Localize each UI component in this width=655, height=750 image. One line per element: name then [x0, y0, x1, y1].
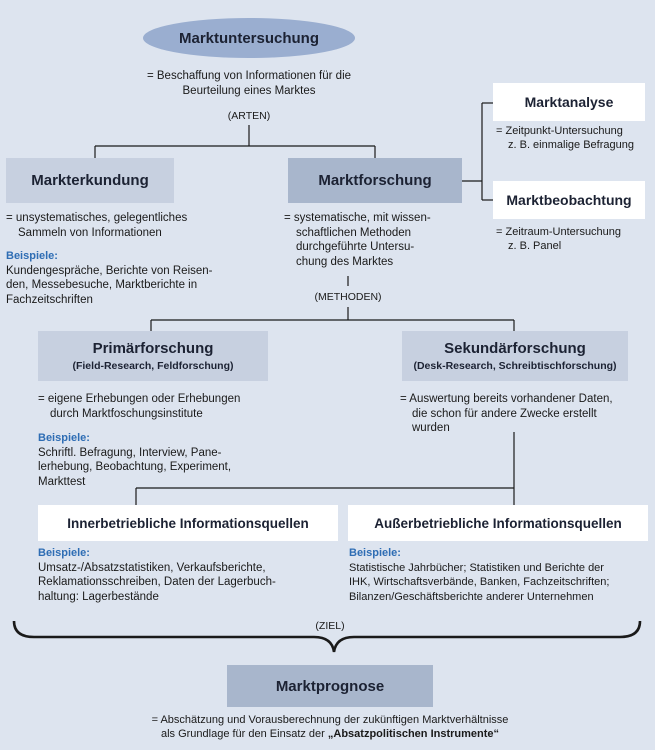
methoden-caption: (METHODEN)	[314, 291, 382, 303]
examples-label: Beispiele:	[38, 432, 90, 444]
ausserbetriebliche-node: Außerbetriebliche Informationsquellen	[348, 505, 648, 541]
marktanalyse-definition: = Zeitpunkt-Untersuchung z. B. einmalige…	[496, 125, 634, 151]
marktuntersuchung-node: Marktuntersuchung	[143, 18, 355, 58]
ziel-caption: (ZIEL)	[315, 620, 345, 632]
primaerforschung-examples: Beispiele: Schriftl. Befragung, Intervie…	[38, 431, 278, 489]
examples-label: Beispiele:	[6, 250, 58, 262]
markterkundung-node: Markterkundung	[6, 158, 174, 203]
marktforschung-definition: = systematische, mit wissen- schaftliche…	[284, 212, 431, 268]
innerbetriebliche-examples: Beispiele: Umsatz-/Absatzstatistiken, Ve…	[38, 546, 328, 604]
marktprognose-node: Marktprognose	[227, 665, 433, 707]
marktuntersuchung-title: Marktuntersuchung	[178, 29, 319, 47]
markterkundung-definition: = unsystematisches, gelegentliches Samme…	[6, 212, 188, 239]
marktanalyse-node: Marktanalyse	[493, 83, 645, 121]
innerbetriebliche-node: Innerbetriebliche Informationsquellen	[38, 505, 338, 541]
examples-label: Beispiele:	[349, 547, 401, 559]
primaerforschung-definition: = eigene Erhebungen oder Erhebungen durc…	[38, 393, 241, 420]
marktprognose-definition: = Abschätzung und Vorausberechnung der z…	[151, 714, 509, 740]
examples-label: Beispiele:	[38, 547, 90, 559]
marktforschung-node: Marktforschung	[288, 158, 462, 203]
primaerforschung-node: Primärforschung (Field-Research, Feldfor…	[38, 331, 268, 381]
marktbeobachtung-node: Marktbeobachtung	[493, 181, 645, 219]
sekundaerforschung-node: Sekundärforschung (Desk-Research, Schrei…	[402, 331, 628, 381]
marktuntersuchung-definition: = Beschaffung von Informationen für die …	[146, 70, 352, 97]
sekundaerforschung-definition: = Auswertung bereits vorhandener Daten, …	[400, 393, 613, 434]
marktbeobachtung-definition: = Zeitraum-Untersuchung z. B. Panel	[496, 226, 622, 252]
ausserbetriebliche-examples: Beispiele: Statistische Jahrbücher; Stat…	[349, 546, 651, 604]
arten-caption: (ARTEN)	[227, 110, 271, 122]
markterkundung-examples: Beispiele: Kundengespräche, Berichte von…	[6, 249, 256, 307]
